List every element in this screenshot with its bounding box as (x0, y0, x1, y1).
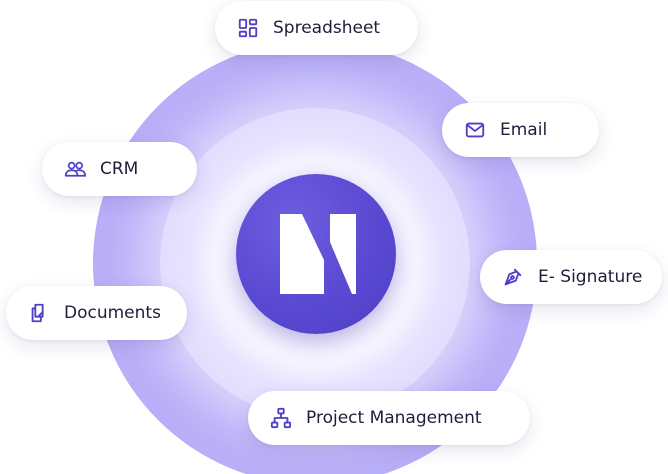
node-esignature[interactable]: E- Signature (480, 250, 662, 304)
kollabase-k-logo-icon (280, 214, 356, 294)
users-icon (64, 158, 86, 180)
node-email[interactable]: Email (442, 103, 599, 157)
hierarchy-icon (270, 407, 292, 429)
documents-icon (28, 302, 50, 324)
node-documents[interactable]: Documents (6, 286, 187, 340)
center-logo (236, 174, 396, 334)
node-label: Project Management (306, 408, 482, 428)
node-project-management[interactable]: Project Management (248, 391, 530, 445)
node-spreadsheet[interactable]: Spreadsheet (215, 1, 418, 55)
node-label: Spreadsheet (273, 18, 381, 38)
envelope-icon (464, 119, 486, 141)
node-label: Documents (64, 303, 161, 323)
pen-nib-icon (502, 266, 524, 288)
node-crm[interactable]: CRM (42, 142, 197, 196)
grid-icon (237, 17, 259, 39)
node-label: E- Signature (538, 267, 643, 287)
node-label: CRM (100, 159, 139, 179)
node-label: Email (500, 120, 548, 140)
